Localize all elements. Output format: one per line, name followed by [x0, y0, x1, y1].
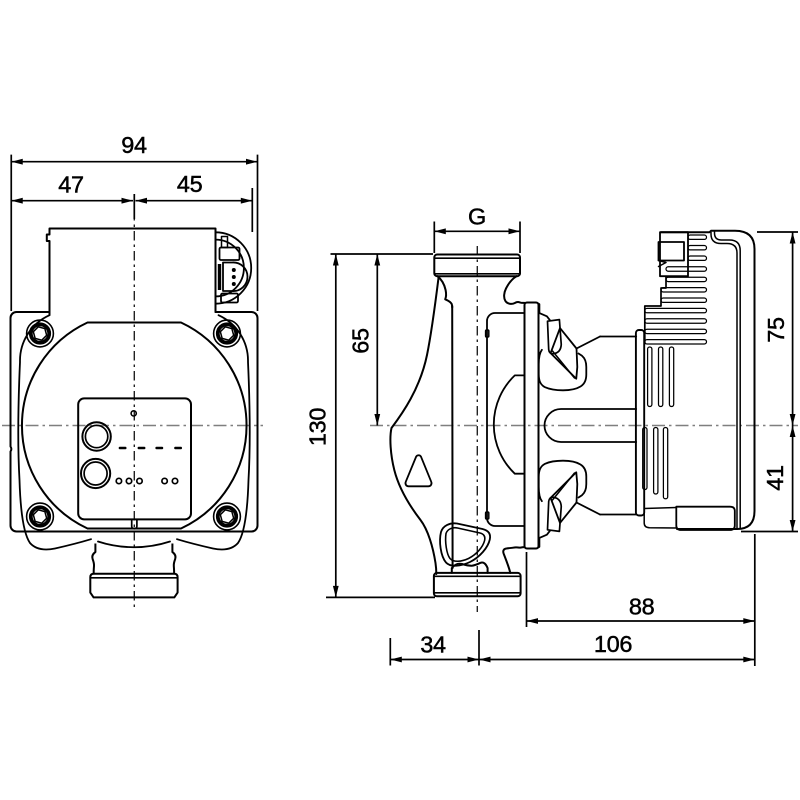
svg-text:75: 75 [763, 317, 789, 343]
svg-text:65: 65 [347, 328, 373, 354]
svg-text:34: 34 [420, 631, 446, 657]
svg-text:G: G [468, 204, 486, 230]
svg-text:88: 88 [629, 594, 655, 620]
svg-text:45: 45 [177, 171, 203, 197]
svg-text:106: 106 [594, 631, 633, 657]
svg-text:94: 94 [121, 132, 147, 158]
svg-text:47: 47 [58, 171, 84, 197]
svg-text:130: 130 [304, 408, 330, 447]
svg-text:41: 41 [762, 465, 788, 491]
